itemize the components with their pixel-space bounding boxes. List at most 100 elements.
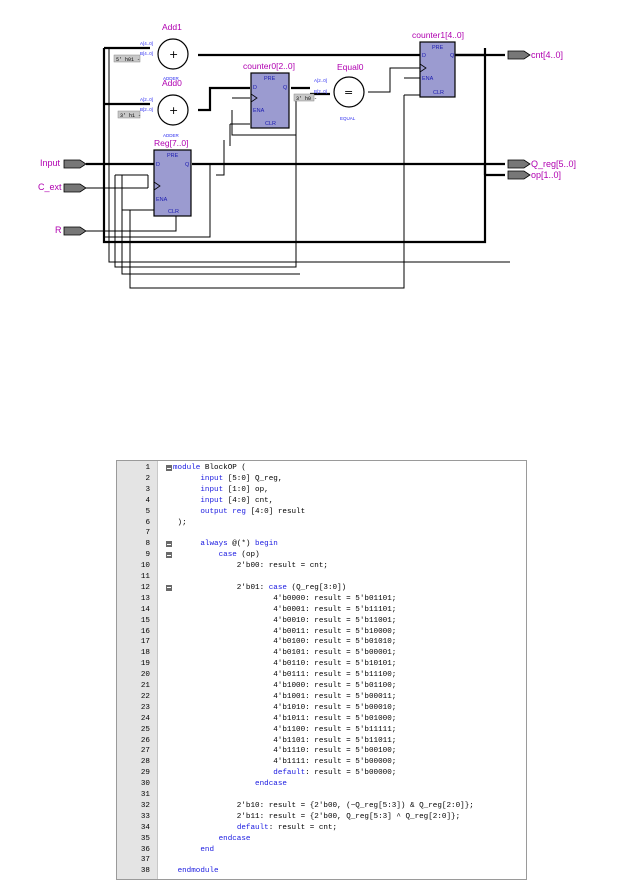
code-text: endcase [218,834,251,843]
code-line[interactable]: 15 4'b0010: result = 5'b11001; [117,616,526,627]
line-number: 26 [140,736,150,745]
register-counter0-name: counter0[2..0] [243,61,295,71]
code-line[interactable]: 38 endmodule [117,866,526,877]
register-counter1-name: counter1[4..0] [412,30,464,40]
code-text: 2'b01: case (Q_reg[3:0]) [173,583,347,592]
code-line[interactable]: 9 case (op) [117,550,526,561]
code-line[interactable]: 13 4'b0000: result = 5'b01101; [117,594,526,605]
adder-add1-const: 5' h01 - [116,57,140,63]
code-text: 2'b11: result = {2'b00, Q_reg[5:3] ^ Q_r… [173,812,461,821]
line-number: 35 [140,834,150,843]
code-line[interactable]: 2 input [5:0] Q_reg, [117,474,526,485]
pin-ena: ENA [253,108,265,114]
code-text: 4'b1110: result = 5'b00100; [173,747,397,756]
line-number: 15 [140,616,150,625]
output-label-op: op[1..0] [531,170,561,180]
line-number: 31 [140,791,150,799]
code-text: 4'b0111: result = 5'b11100; [173,671,397,680]
line-number: 32 [140,801,150,810]
line-number: 36 [140,845,150,854]
code-line[interactable]: 21 4'b1000: result = 5'b01100; [117,681,526,692]
code-line[interactable]: 7 [117,528,526,539]
code-line[interactable]: 16 4'b0011: result = 5'b10000; [117,627,526,638]
line-number: 13 [140,594,150,603]
code-line[interactable]: 33 2'b11: result = {2'b00, Q_reg[5:3] ^ … [117,812,526,823]
code-line[interactable]: 12 2'b01: case (Q_reg[3:0]) [117,583,526,594]
code-text: always @(*) begin [200,540,278,549]
pin-q: Q [450,53,455,59]
code-text: 4'b1000: result = 5'b01100; [173,682,397,690]
adder-add1-in-b: B[4..0] [140,51,153,56]
code-line[interactable]: 36 end [117,845,526,856]
code-text: endmodule [177,867,219,876]
line-number: 10 [140,562,150,571]
code-line[interactable]: 35 endcase [117,834,526,845]
code-line[interactable]: 26 4'b1101: result = 5'b11011; [117,736,526,747]
fold-toggle-icon[interactable] [166,552,172,559]
fold-toggle-icon[interactable] [166,465,172,471]
code-text: 4'b0000: result = 5'b01101; [173,594,397,603]
comparator-in-a: A[2..0] [314,78,327,83]
code-line[interactable]: 17 4'b0100: result = 5'b01010; [117,637,526,648]
line-number: 25 [140,725,150,734]
code-line[interactable]: 11 [117,572,526,583]
pin-q: Q [283,85,288,91]
code-line[interactable]: 32 2'b10: result = {2'b00, (~Q_reg[5:3])… [117,801,526,812]
fold-toggle-icon[interactable] [166,541,172,548]
code-line[interactable]: 22 4'b1001: result = 5'b00011; [117,692,526,703]
code-line[interactable]: 37 [117,855,526,866]
comparator-equal0: Equal0 = A[2..0] B[2..0] 3' h0 - EQUAL [293,62,365,121]
code-line[interactable]: 18 4'b0101: result = 5'b00001; [117,648,526,659]
code-line[interactable]: 10 2'b00: result = cnt; [117,561,526,572]
pin-d: D [253,85,257,91]
pin-d: D [156,162,160,168]
line-number: 9 [145,551,150,560]
comparator-type: EQUAL [340,116,356,121]
line-number: 21 [140,682,150,690]
equals-icon: = [344,86,353,99]
code-text: input [4:0] cnt, [200,496,274,505]
code-line[interactable]: 25 4'b1100: result = 5'b11111; [117,725,526,736]
code-line[interactable]: 27 4'b1110: result = 5'b00100; [117,746,526,757]
pin-pre: PRE [432,45,444,51]
code-line[interactable]: 4 input [4:0] cnt, [117,496,526,507]
code-line[interactable]: 23 4'b1010: result = 5'b00010; [117,703,526,714]
pin-q: Q [185,162,190,168]
code-line[interactable]: 14 4'b0001: result = 5'b11101; [117,605,526,616]
pin-clr: CLR [433,90,444,96]
code-text: end [200,845,215,854]
code-line[interactable]: 20 4'b0111: result = 5'b11100; [117,670,526,681]
code-text: 4'b0101: result = 5'b00001; [173,649,397,658]
code-text: 2'b00: result = cnt; [173,562,328,571]
adder-add0-type: ADDER [163,133,180,138]
code-line[interactable]: 5 output reg [4:0] result [117,507,526,518]
plus-icon: + [169,104,178,117]
code-line[interactable]: 24 4'b1011: result = 5'b01000; [117,714,526,725]
code-line[interactable]: 19 4'b0110: result = 5'b10101; [117,659,526,670]
pin-clr: CLR [265,121,276,127]
adder-add1: Add1 + A[4..0] B[4..0] 5' h01 - ADDER [113,22,189,81]
input-label-input: Input [40,158,61,168]
code-line[interactable]: 34 default: result = cnt; [117,823,526,834]
line-number: 18 [140,649,150,658]
code-line[interactable]: 31 [117,790,526,801]
code-line[interactable]: 28 4'b1111: result = 5'b00000; [117,757,526,768]
code-line[interactable]: 8 always @(*) begin [117,539,526,550]
input-label-c-ext: C_ext [38,182,62,192]
register-counter1: counter1[4..0] PRE D Q ENA CLR [412,30,464,98]
plus-icon: + [169,48,178,61]
code-line[interactable]: 30 endcase [117,779,526,790]
code-text: 4'b1010: result = 5'b00010; [173,703,397,712]
code-line[interactable]: 6 ); [117,518,526,529]
code-text: ); [173,518,187,527]
line-number-gutter [117,461,158,879]
adder-add1-type: ADDER [163,76,180,81]
fold-toggle-icon[interactable] [166,584,172,591]
adder-add0-const: 3' h1 - [120,113,141,119]
code-text: 4'b0010: result = 5'b11001; [173,616,397,625]
code-line[interactable]: 29 default: result = 5'b00000; [117,768,526,779]
code-line[interactable]: 3 input [1:0] op, [117,485,526,496]
input-port-input: Input [40,158,87,169]
